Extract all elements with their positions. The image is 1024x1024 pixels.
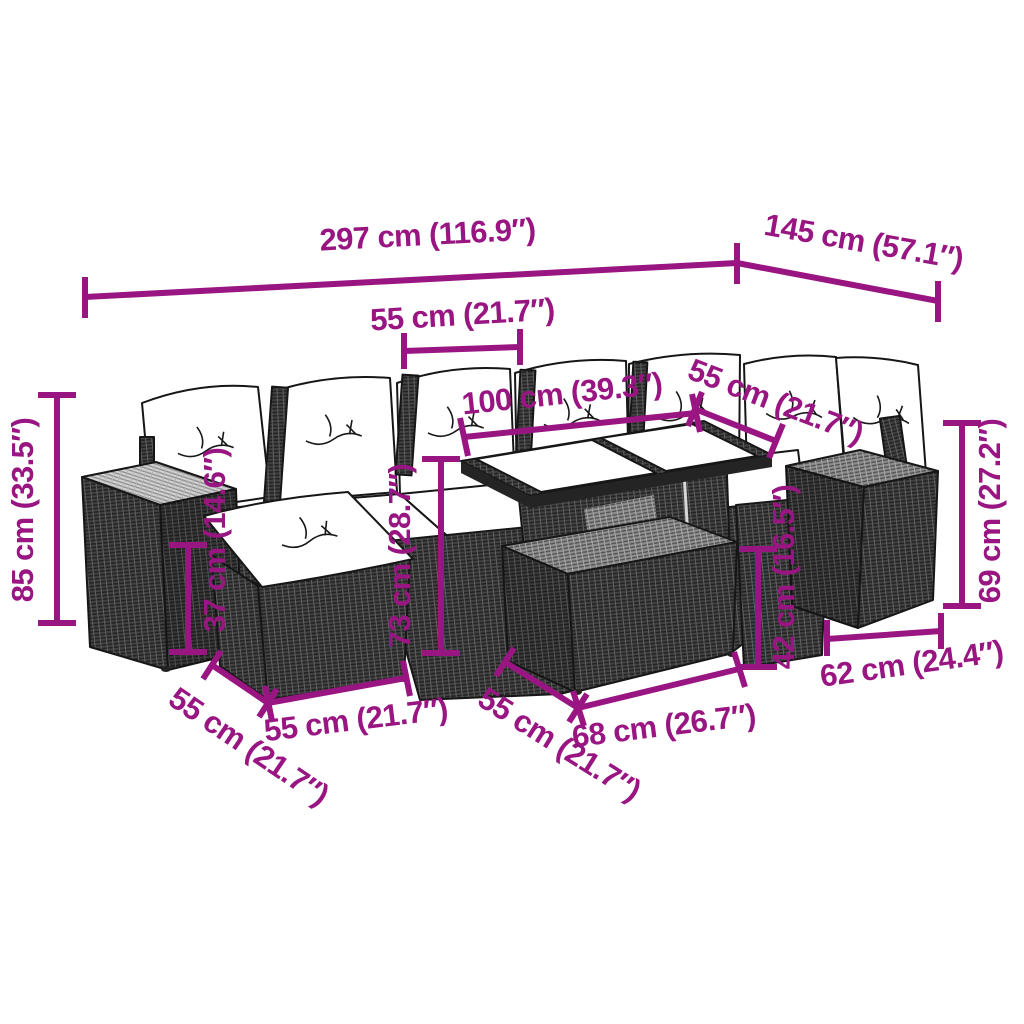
- dim-ottoman-height: 42 cm (16.5″): [739, 485, 801, 670]
- dim-ottoman-height-label: 42 cm (16.5″): [766, 485, 801, 670]
- dim-overall-width-label: 297 cm (116.9″): [319, 211, 537, 257]
- dim-back-cushion-width: 55 cm (21.7″): [369, 291, 556, 369]
- dim-seat-height-label: 37 cm (14.6″): [197, 448, 232, 633]
- stool: [203, 491, 414, 701]
- stool-cushion: [203, 491, 414, 588]
- right-armrest-side: [857, 470, 939, 629]
- dim-stool-depth-label: 55 cm (21.7″): [163, 680, 336, 812]
- dim-armrest-height: 69 cm (27.2″): [943, 419, 1007, 609]
- dim-back-height: 73 cm (28.7″): [382, 456, 460, 656]
- dim-back-cushion-width-label: 55 cm (21.7″): [369, 291, 555, 337]
- dim-back-height-label: 73 cm (28.7″): [382, 464, 417, 649]
- dim-armrest-depth: 62 cm (24.4″): [818, 613, 1006, 694]
- back-frame-posts: [139, 360, 908, 506]
- glass-panel-right: [600, 423, 758, 472]
- dim-seat-height: 37 cm (14.6″): [169, 448, 232, 655]
- sofa-set-sketch: [81, 352, 939, 703]
- ottoman: [501, 516, 738, 693]
- frame-post: [394, 373, 420, 477]
- dim-right-section-length: 145 cm (57.1″): [736, 207, 966, 322]
- dim-right-section-label: 145 cm (57.1″): [762, 207, 966, 276]
- glass-panel-left: [475, 439, 657, 493]
- right-armrest: [785, 449, 939, 629]
- dim-armrest-depth-label: 62 cm (24.4″): [818, 633, 1006, 693]
- left-armrest-front: [81, 476, 169, 671]
- dim-total-height: 85 cm (33.5″): [5, 392, 76, 626]
- dim-armrest-height-label: 69 cm (27.2″): [972, 419, 1007, 604]
- dim-total-height-label: 85 cm (33.5″): [5, 418, 40, 603]
- table-top-edge: [461, 455, 772, 508]
